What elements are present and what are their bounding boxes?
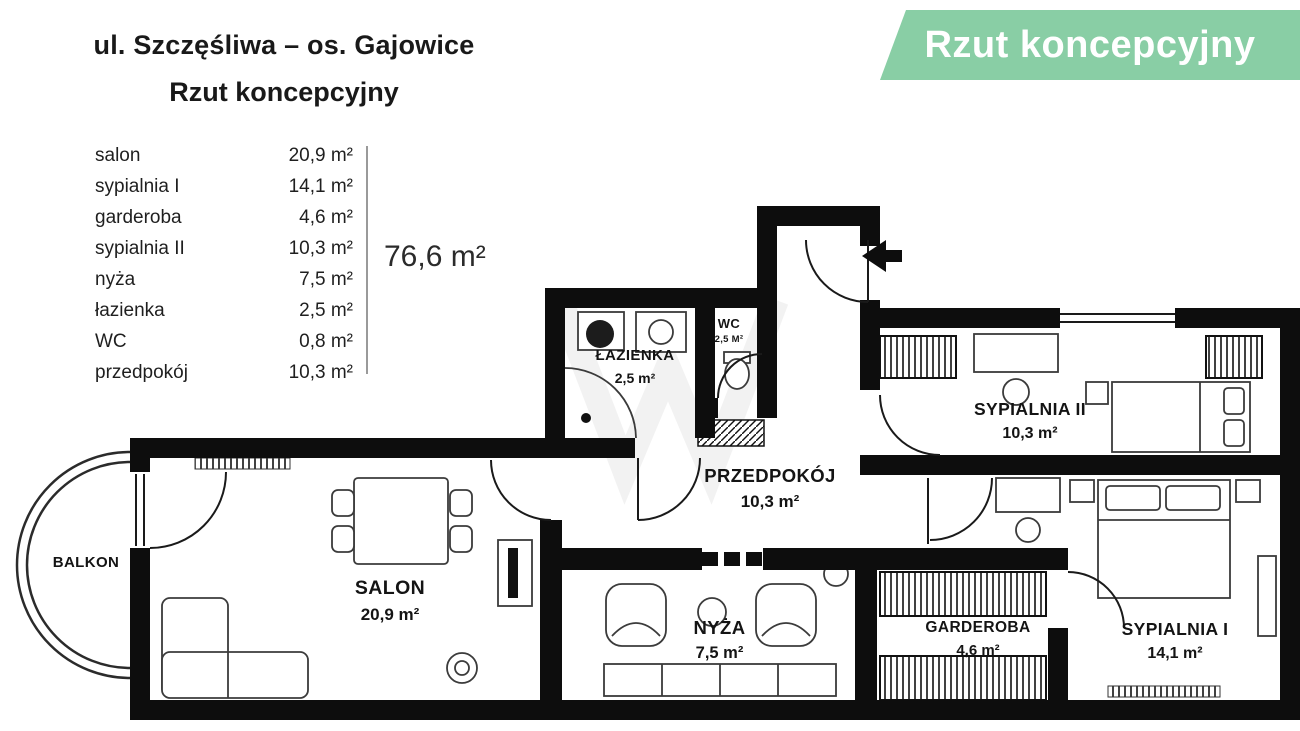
entry-arrow-icon xyxy=(862,240,902,272)
room-area: 7,5 m² xyxy=(695,644,744,663)
room-name: WC xyxy=(717,316,741,331)
concept-banner: Rzut koncepcyjny xyxy=(880,10,1300,80)
room-area: 4,6 m² xyxy=(956,642,1000,660)
room-area: 10,3 m² xyxy=(740,492,800,512)
sofa xyxy=(161,651,309,699)
room-area: 10,3 m² xyxy=(1002,424,1058,442)
wardrobe xyxy=(879,335,957,379)
wardrobe xyxy=(879,571,1047,617)
chair xyxy=(331,489,355,517)
shower-drain xyxy=(581,413,591,423)
legend-room-area: 14,1 m² xyxy=(288,175,353,197)
desk-chair xyxy=(1015,517,1041,543)
legend-row: łazienka 2,5 m² xyxy=(95,295,353,326)
room-name: SYPIALNIA I xyxy=(1121,619,1229,639)
legend-row: nyża 7,5 m² xyxy=(95,264,353,295)
room-label-balkon: BALKON xyxy=(40,553,132,573)
room-label-nyza: NYŻA 7,5 m² xyxy=(662,616,777,664)
legend-room-area: 7,5 m² xyxy=(299,268,353,290)
nightstand xyxy=(1235,479,1261,503)
room-name: PRZEDPOKÓJ xyxy=(704,465,836,486)
chair xyxy=(449,525,473,553)
room-name: ŁAZIENKA xyxy=(595,347,675,364)
legend-room-area: 0,8 m² xyxy=(299,330,353,352)
chair xyxy=(331,525,355,553)
legend-room-name: garderoba xyxy=(95,206,182,228)
legend-room-name: sypialnia II xyxy=(95,237,185,259)
pillow xyxy=(1105,485,1161,511)
room-label-garderoba: GARDEROBA 4,6 m² xyxy=(903,618,1053,661)
desk-chair xyxy=(1002,378,1030,406)
washing-machine xyxy=(635,311,687,353)
legend-row: przedpokój 10,3 m² xyxy=(95,357,353,388)
toilet xyxy=(724,358,750,390)
legend-row: sypialnia I 14,1 m² xyxy=(95,171,353,202)
tv xyxy=(508,548,518,598)
room-label-przedpokoj: PRZEDPOKÓJ 10,3 m² xyxy=(685,464,855,513)
room-name: BALKON xyxy=(52,554,120,571)
radiator xyxy=(194,457,291,470)
desk xyxy=(995,477,1061,513)
plan-subtitle: Rzut koncepcyjny xyxy=(169,77,399,107)
armchair xyxy=(605,583,667,647)
room-label-sypialnia-i: SYPIALNIA I 14,1 m² xyxy=(1095,618,1255,665)
legend-row: WC 0,8 m² xyxy=(95,326,353,357)
room-name: SYPIALNIA II xyxy=(973,399,1087,419)
address-title: ul. Szczęśliwa – os. Gajowice xyxy=(93,30,475,60)
total-area: 76,6 m² xyxy=(384,240,486,273)
page-header: ul. Szczęśliwa – os. Gajowice Rzut konce… xyxy=(45,30,523,108)
legend-room-area: 10,3 m² xyxy=(288,237,353,259)
room-name: NYŻA xyxy=(693,617,746,638)
shower xyxy=(564,367,637,439)
pillow xyxy=(1165,485,1221,511)
nightstand xyxy=(1069,479,1095,503)
room-name: SALON xyxy=(354,577,426,599)
legend-row: sypialnia II 10,3 m² xyxy=(95,233,353,264)
walls xyxy=(130,206,1300,720)
pillow xyxy=(1223,419,1245,447)
room-label-salon: SALON 20,9 m² xyxy=(325,576,455,626)
balcony-outline xyxy=(15,450,131,680)
watermark-logo xyxy=(547,295,789,505)
armchair xyxy=(755,583,817,647)
legend-room-name: łazienka xyxy=(95,299,165,321)
legend-room-area: 4,6 m² xyxy=(299,206,353,228)
legend-room-name: WC xyxy=(95,330,127,352)
doors-and-windows xyxy=(135,239,1175,629)
legend-divider xyxy=(366,146,368,374)
legend-room-name: nyża xyxy=(95,268,136,290)
radiator xyxy=(1107,685,1221,698)
threshold xyxy=(702,552,762,566)
concept-banner-label: Rzut koncepcyjny xyxy=(924,23,1256,66)
room-label-lazienka: ŁAZIENKA 2,5 m² xyxy=(570,346,700,387)
legend-row: salon 20,9 m² xyxy=(95,140,353,171)
room-area: 2,5 m² xyxy=(614,369,656,386)
desk xyxy=(973,333,1059,373)
room-label-wc: WC 2,5 m² xyxy=(690,316,768,346)
area-legend: salon 20,9 m² sypialnia I 14,1 m² garder… xyxy=(95,140,353,388)
room-label-sypialnia-ii: SYPIALNIA II 10,3 m² xyxy=(945,398,1115,445)
legend-room-name: salon xyxy=(95,144,141,166)
wardrobe xyxy=(879,655,1047,701)
legend-row: garderoba 4,6 m² xyxy=(95,202,353,233)
legend-room-area: 2,5 m² xyxy=(299,299,353,321)
chair xyxy=(449,489,473,517)
nightstand xyxy=(1085,381,1109,405)
room-area: 14,1 m² xyxy=(1147,644,1203,662)
pillow xyxy=(1223,387,1245,415)
legend-room-name: przedpokój xyxy=(95,361,188,383)
dining-table xyxy=(353,477,449,565)
legend-room-area: 10,3 m² xyxy=(288,361,353,383)
room-area: 2,5 m² xyxy=(714,333,744,345)
legend-room-name: sypialnia I xyxy=(95,175,180,197)
side-table xyxy=(697,597,727,627)
dresser xyxy=(1257,555,1277,637)
wardrobe xyxy=(1205,335,1263,379)
furniture xyxy=(161,311,1277,701)
room-name: GARDEROBA xyxy=(925,619,1031,636)
room-area: 20,9 m² xyxy=(360,605,420,625)
sink xyxy=(586,320,614,348)
legend-room-area: 20,9 m² xyxy=(288,144,353,166)
